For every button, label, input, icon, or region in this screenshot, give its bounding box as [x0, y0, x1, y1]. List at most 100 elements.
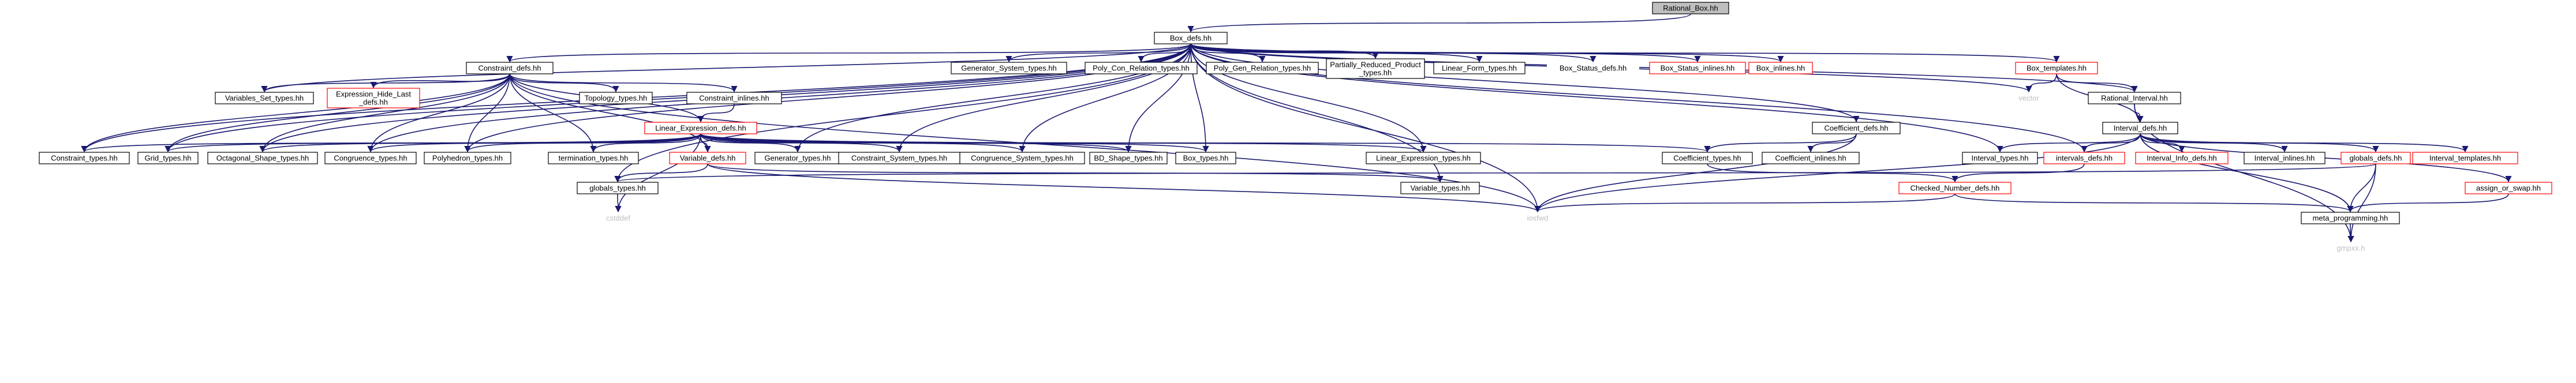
node-interval-templates[interactable]: Interval_templates.hh — [2412, 152, 2518, 164]
node-interval-inlines[interactable]: Interval_inlines.hh — [2244, 152, 2325, 164]
node-box — [1748, 62, 1813, 74]
edge-variable_defs-to-variable_types — [707, 163, 1444, 183]
node-generator-types[interactable]: Generator_types.hh — [754, 152, 841, 164]
node-box — [1652, 2, 1729, 14]
node-poly-con-rel[interactable]: Poly_Con_Relation_types.hh — [1085, 62, 1198, 74]
node-termination-types[interactable]: termination_types.hh — [548, 152, 639, 164]
node-gmpxx: gmpxx.h — [2336, 244, 2365, 253]
edge-linear_expression_defs-to-generator_types — [700, 133, 801, 153]
node-box-status-inlines[interactable]: Box_Status_inlines.hh — [1649, 62, 1746, 74]
node-box — [548, 152, 639, 164]
node-box-templates[interactable]: Box_templates.hh — [2015, 62, 2098, 74]
node-rational-box[interactable]: Rational_Box.hh — [1652, 2, 1729, 14]
edge-variable_defs-to-globals_types — [614, 163, 708, 183]
node-variables-set-types[interactable]: Variables_Set_types.hh — [215, 92, 314, 104]
node-label: Linear_Expression_defs.hh — [655, 124, 746, 133]
node-box — [466, 62, 554, 74]
node-constraint-defs[interactable]: Constraint_defs.hh — [466, 62, 554, 74]
node-coefficient-defs[interactable]: Coefficient_defs.hh — [1812, 122, 1901, 134]
edge-box_defs-to-grid_types — [164, 43, 1191, 153]
node-label: Linear_Form_types.hh — [1442, 64, 1517, 73]
node-label: Generator_types.hh — [765, 154, 831, 163]
node-box — [951, 62, 1067, 74]
node-interval-info-defs[interactable]: Interval_Info_defs.hh — [2135, 152, 2229, 164]
node-checked-number-defs[interactable]: Checked_Number_defs.hh — [1898, 182, 2012, 194]
node-partially-reduced[interactable]: Partially_Reduced_Product_types.hh — [1326, 58, 1425, 79]
node-label: Box_Status_inlines.hh — [1661, 64, 1735, 73]
node-label: Congruence_types.hh — [334, 154, 407, 163]
edge-interval_defs-to-interval_types — [1997, 133, 2141, 153]
edge-constraint_defs-to-grid_types — [164, 73, 510, 153]
node-constraint-types[interactable]: Constraint_types.hh — [39, 152, 130, 164]
node-coefficient-types[interactable]: Coefficient_types.hh — [1662, 152, 1753, 164]
edge-box_defs-to-gen_sys_types — [1005, 43, 1191, 63]
node-box — [424, 152, 511, 164]
node-meta-programming[interactable]: meta_programming.hh — [2301, 212, 2400, 224]
node-linear-expression-defs[interactable]: Linear_Expression_defs.hh — [644, 122, 757, 134]
node-box-defs[interactable]: Box_defs.hh — [1154, 32, 1228, 44]
node-variable-defs[interactable]: Variable_defs.hh — [669, 152, 746, 164]
edge-constraint_defs-to-polyhedron_types — [464, 73, 510, 153]
node-octagonal-shape-types[interactable]: Octagonal_Shape_types.hh — [207, 152, 318, 164]
node-box-inlines[interactable]: Box_inlines.hh — [1748, 62, 1813, 74]
node-constraint-inlines[interactable]: Constraint_inlines.hh — [686, 92, 782, 104]
node-box — [39, 152, 130, 164]
node-label: Constraint_defs.hh — [478, 64, 541, 73]
node-congruence-types[interactable]: Congruence_types.hh — [324, 152, 417, 164]
node-box — [1154, 32, 1228, 44]
node-label: Variable_types.hh — [1410, 184, 1470, 193]
file-nodes: Rational_Box.hhBox_defs.hhConstraint_def… — [39, 2, 2552, 253]
node-interval-defs[interactable]: Interval_defs.hh — [2102, 122, 2178, 134]
node-linear-form-types[interactable]: Linear_Form_types.hh — [1433, 62, 1526, 74]
node-box — [1400, 182, 1480, 194]
node-congruence-system-types[interactable]: Congruence_System_types.hh — [959, 152, 1085, 164]
node-label: Checked_Number_defs.hh — [1910, 184, 2000, 193]
node-box — [577, 182, 659, 194]
node-box — [327, 88, 420, 108]
node-globals-defs[interactable]: globals_defs.hh — [2341, 152, 2411, 164]
node-globals-types[interactable]: globals_types.hh — [577, 182, 659, 194]
edge-rational_box-to-box_defs — [1187, 13, 1691, 33]
node-box — [959, 152, 1085, 164]
node-label: Constraint_inlines.hh — [699, 94, 769, 103]
node-assign-or-swap[interactable]: assign_or_swap.hh — [2465, 182, 2552, 194]
node-rational-interval[interactable]: Rational_Interval.hh — [2088, 92, 2181, 104]
node-box — [2015, 62, 2098, 74]
node-grid-types[interactable]: Grid_types.hh — [137, 152, 199, 164]
node-interval-types[interactable]: Interval_types.hh — [1962, 152, 2038, 164]
edge-constraint_inlines-to-linear_expression_defs — [697, 103, 735, 123]
node-topology-types[interactable]: Topology_types.hh — [579, 92, 653, 104]
node-label: meta_programming.hh — [2313, 214, 2388, 223]
node-variable-types[interactable]: Variable_types.hh — [1400, 182, 1480, 194]
edge-linear_expression_defs-to-termination_types — [590, 133, 701, 153]
edge-constraint_defs-to-variables_set_types — [261, 73, 510, 93]
edge-box_templates-to-vector — [2025, 73, 2057, 93]
edge-meta_programming-to-gmpxx — [2347, 223, 2354, 243]
node-label: Poly_Gen_Relation_types.hh — [1214, 64, 1311, 73]
node-box-status-defs[interactable]: Box_Status_defs.hh — [1547, 62, 1639, 74]
node-intervals-defs[interactable]: intervals_defs.hh — [2043, 152, 2125, 164]
node-box — [2341, 152, 2411, 164]
node-polyhedron-types[interactable]: Polyhedron_types.hh — [424, 152, 511, 164]
node-label: Coefficient_types.hh — [1673, 154, 1741, 163]
node-box — [1662, 152, 1753, 164]
node-box — [324, 152, 417, 164]
node-coefficient-inlines[interactable]: Coefficient_inlines.hh — [1762, 152, 1860, 164]
edge-linear_expression_defs-to-coefficient_types — [700, 133, 1710, 153]
edge-linear_expression_defs-to-polyhedron_types — [464, 133, 701, 153]
node-box — [1089, 152, 1168, 164]
node-poly-gen-rel[interactable]: Poly_Gen_Relation_types.hh — [1206, 62, 1319, 74]
edge-box_defs-to-variables_set_types — [261, 43, 1191, 93]
node-box — [2244, 152, 2325, 164]
node-gen-sys-types[interactable]: Generator_System_types.hh — [951, 62, 1067, 74]
node-label: intervals_defs.hh — [2056, 154, 2113, 163]
node-label: gmpxx.h — [2336, 244, 2365, 253]
node-bd-shape-types[interactable]: BD_Shape_types.hh — [1089, 152, 1168, 164]
node-label: _defs.hh — [358, 98, 388, 107]
edge-interval_defs-to-meta_programming — [2140, 133, 2354, 213]
node-constraint-system-types[interactable]: Constraint_System_types.hh — [838, 152, 960, 164]
node-linear-expression-types[interactable]: Linear_Expression_types.hh — [1366, 152, 1481, 164]
node-expression-hide-last[interactable]: Expression_Hide_Last_defs.hh — [327, 88, 420, 108]
node-box — [1326, 58, 1425, 79]
node-box-types[interactable]: Box_types.hh — [1175, 152, 1236, 164]
